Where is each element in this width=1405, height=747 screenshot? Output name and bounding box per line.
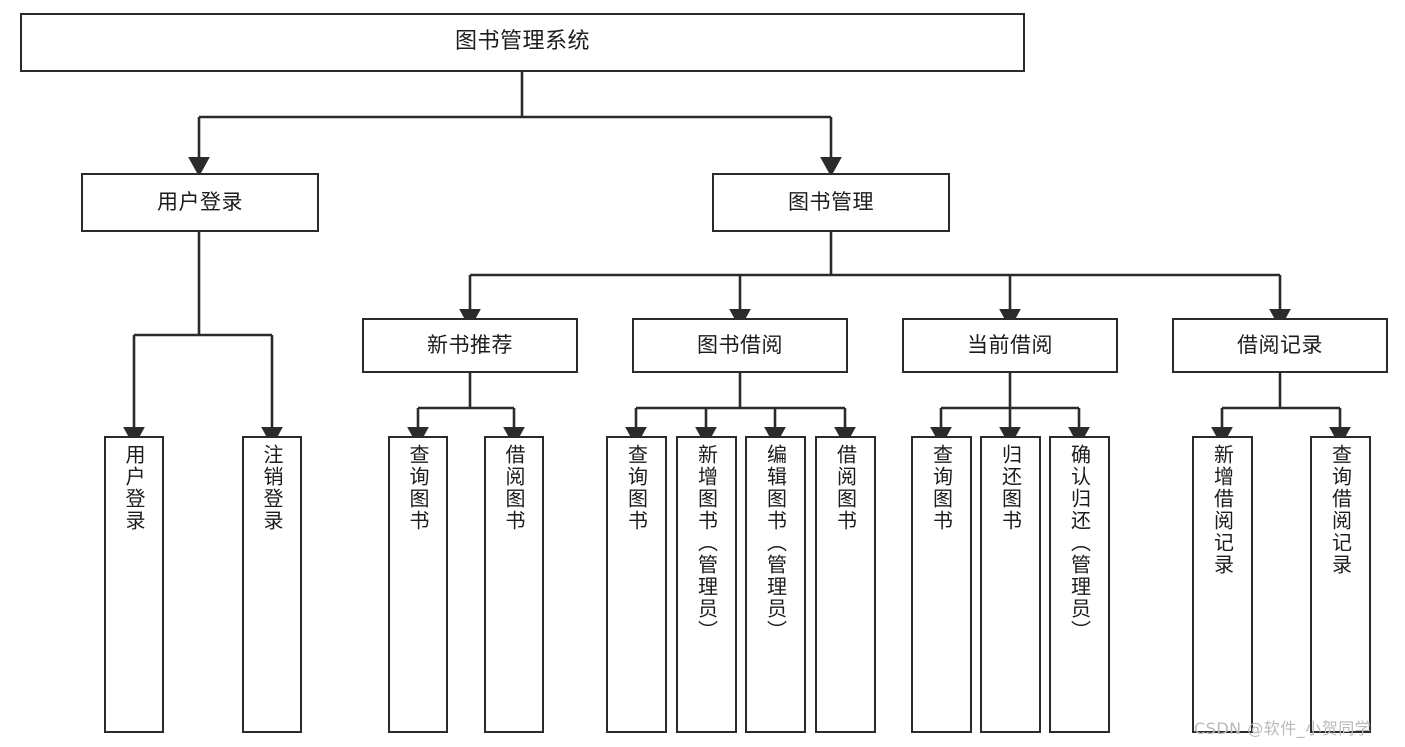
node-label: 用户登录 <box>122 444 146 532</box>
leaf-record-add-record[interactable]: 新增借阅记录 <box>1192 436 1253 733</box>
leaf-current-query-book[interactable]: 查询图书 <box>911 436 972 733</box>
node-label: 新增借阅记录 <box>1210 444 1235 576</box>
node-book-management[interactable]: 图书管理 <box>712 173 950 232</box>
node-root-system[interactable]: 图书管理系统 <box>20 13 1025 72</box>
node-label: 确认归还（管理员） <box>1067 444 1092 642</box>
node-label: 借阅图书 <box>833 444 858 532</box>
node-label: 查询借阅记录 <box>1328 444 1353 576</box>
leaf-current-confirm-return-admin[interactable]: 确认归还（管理员） <box>1049 436 1110 733</box>
node-book-borrow[interactable]: 图书借阅 <box>632 318 848 373</box>
node-borrow-record[interactable]: 借阅记录 <box>1172 318 1388 373</box>
leaf-borrow-add-book-admin[interactable]: 新增图书（管理员） <box>676 436 737 733</box>
leaf-recommend-borrow-book[interactable]: 借阅图书 <box>484 436 544 733</box>
node-label: 图书管理 <box>788 189 874 214</box>
node-label: 查询图书 <box>929 444 954 532</box>
leaf-borrow-query-book[interactable]: 查询图书 <box>606 436 667 733</box>
node-label: 编辑图书（管理员） <box>763 444 788 642</box>
leaf-borrow-edit-book-admin[interactable]: 编辑图书（管理员） <box>745 436 806 733</box>
node-label: 图书管理系统 <box>454 29 590 55</box>
watermark-text: CSDN @软件_小贺同学 <box>1194 719 1372 738</box>
node-current-borrow[interactable]: 当前借阅 <box>902 318 1118 373</box>
node-label: 新增图书（管理员） <box>694 444 719 642</box>
leaf-current-return-book[interactable]: 归还图书 <box>980 436 1041 733</box>
leaf-recommend-query-book[interactable]: 查询图书 <box>388 436 448 733</box>
node-label: 新书推荐 <box>427 332 513 357</box>
node-label: 查询图书 <box>406 444 430 532</box>
node-label: 查询图书 <box>624 444 649 532</box>
node-label: 借阅图书 <box>502 444 526 532</box>
leaf-user-login-signout[interactable]: 注销登录 <box>242 436 302 733</box>
node-label: 归还图书 <box>998 444 1023 532</box>
node-user-login[interactable]: 用户登录 <box>81 173 319 232</box>
node-new-book-recommend[interactable]: 新书推荐 <box>362 318 578 373</box>
leaf-user-login-signin[interactable]: 用户登录 <box>104 436 164 733</box>
node-label: 用户登录 <box>157 189 243 214</box>
node-label: 图书借阅 <box>697 332 783 357</box>
node-label: 注销登录 <box>260 444 284 532</box>
leaf-borrow-borrow-book[interactable]: 借阅图书 <box>815 436 876 733</box>
node-label: 当前借阅 <box>967 332 1053 357</box>
node-label: 借阅记录 <box>1237 332 1323 357</box>
leaf-record-query-record[interactable]: 查询借阅记录 <box>1310 436 1371 733</box>
